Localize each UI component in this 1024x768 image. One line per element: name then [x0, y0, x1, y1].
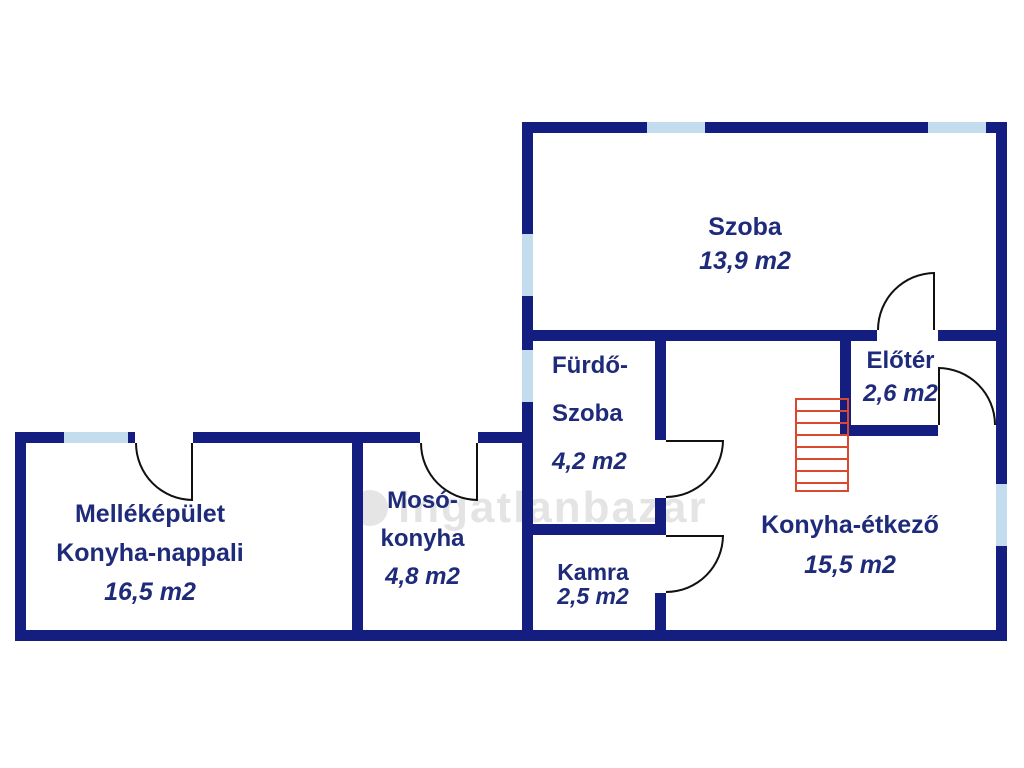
wall-segment — [15, 432, 26, 641]
window — [62, 432, 130, 443]
room-name: Fürdő- — [552, 352, 628, 379]
room-name: Előtér — [866, 347, 935, 374]
room-name: Melléképület — [74, 500, 226, 528]
room-name: konyha — [380, 525, 465, 552]
wall-segment — [840, 341, 851, 436]
room-name: Kamra — [557, 559, 629, 585]
room-label-konyha-etkezo: Konyha-étkező 15,5 m2 — [700, 505, 1000, 585]
door-arc-mellekepulet — [135, 443, 193, 501]
wall-segment — [938, 330, 1007, 341]
room-label-eloter: Előtér 2,6 m2 — [843, 344, 958, 410]
wall-segment — [15, 630, 1007, 641]
wall-segment — [15, 432, 62, 443]
wall-segment — [352, 432, 363, 641]
wall-segment — [478, 432, 522, 443]
room-label-mellekepulet: Melléképület Konyha-nappali 16,5 m2 — [30, 495, 270, 612]
room-area: 2,6 m2 — [863, 380, 938, 407]
wall-segment — [655, 498, 666, 535]
room-name: Szoba — [708, 213, 782, 241]
wall-segment — [522, 330, 877, 341]
room-area: 4,2 m2 — [552, 448, 627, 475]
wall-segment — [193, 432, 420, 443]
window — [996, 482, 1007, 548]
room-name: Mosó- — [387, 487, 458, 514]
room-label-furdo-szoba: Fürdő- Szoba 4,2 m2 — [552, 342, 662, 486]
room-area: 16,5 m2 — [104, 578, 196, 606]
door-arc-furdo — [666, 440, 724, 498]
wall-segment — [522, 524, 666, 535]
room-area: 2,5 m2 — [557, 583, 629, 609]
window — [522, 232, 533, 298]
room-label-moso-konyha: Mosó- konyha 4,8 m2 — [360, 482, 485, 596]
window — [926, 122, 988, 133]
wall-segment — [126, 432, 135, 443]
wall-segment — [996, 122, 1007, 641]
room-area: 13,9 m2 — [699, 247, 791, 275]
room-name: Konyha-étkező — [761, 511, 939, 539]
room-label-kamra: Kamra 2,5 m2 — [533, 560, 653, 608]
wall-segment — [522, 122, 1007, 133]
wall-segment — [840, 425, 938, 436]
wall-segment — [655, 341, 666, 440]
room-area: 15,5 m2 — [804, 551, 896, 579]
room-area: 4,8 m2 — [385, 563, 460, 590]
window — [645, 122, 707, 133]
stairs-symbol — [795, 398, 849, 492]
door-arc-szoba — [877, 272, 935, 330]
room-name: Szoba — [552, 400, 623, 427]
room-label-szoba: Szoba 13,9 m2 — [620, 210, 870, 278]
wall-segment — [655, 593, 666, 641]
window — [522, 348, 533, 404]
room-name: Konyha-nappali — [56, 539, 244, 567]
